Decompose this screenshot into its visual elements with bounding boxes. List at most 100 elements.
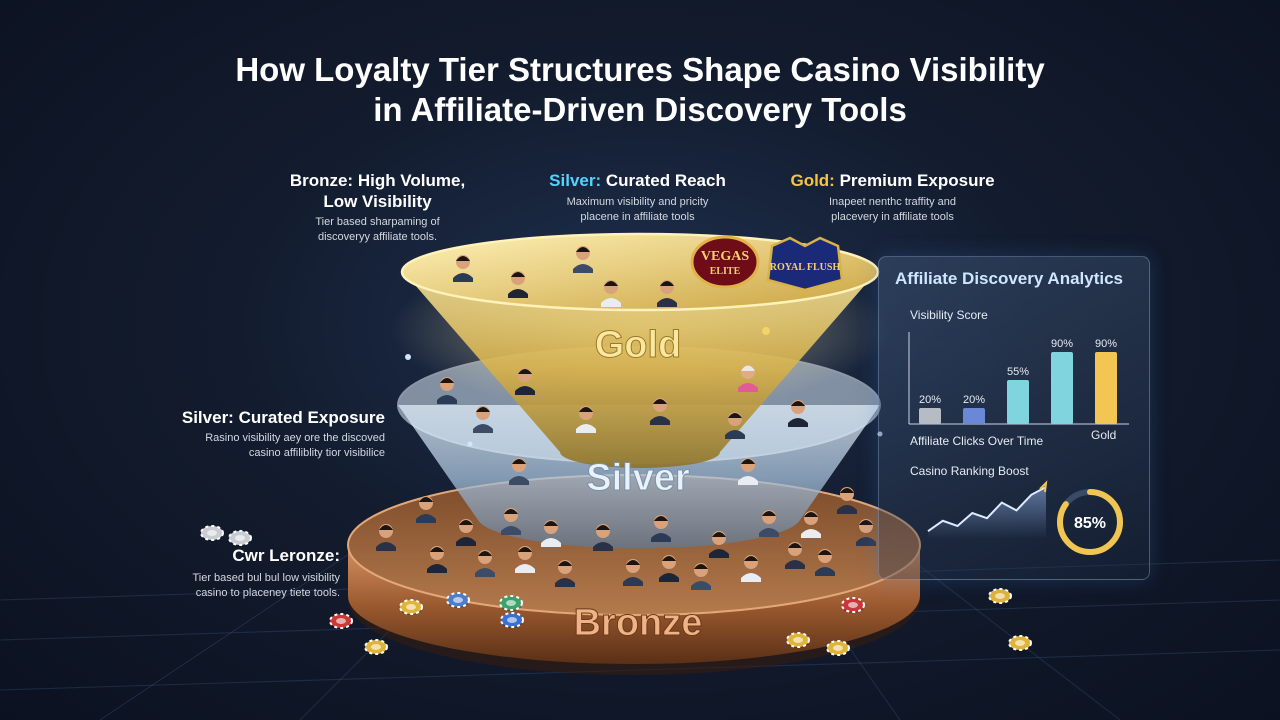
trend-area — [928, 487, 1046, 539]
person-figure — [785, 542, 805, 569]
person-figure — [856, 519, 876, 546]
silver-top-head-prefix: Silver: — [549, 171, 602, 190]
bronze-top-head-1: Bronze: High Volume, — [289, 171, 466, 190]
bronze-top-sub-1: Tier based sharpaming of — [315, 216, 440, 228]
person-figure — [573, 246, 593, 273]
person-figure — [657, 280, 677, 307]
poker-chip — [200, 525, 224, 541]
analytics-panel: Affiliate Discovery Analytics Visibility… — [878, 256, 1150, 580]
poker-chip — [329, 613, 353, 629]
gold-top-head-prefix: Gold: — [790, 171, 835, 190]
bar-2 — [1007, 380, 1029, 424]
bronze-top-sub-2: discoveryy affiliate tools. — [317, 231, 438, 243]
person-figure — [416, 496, 436, 523]
bar-1 — [963, 408, 985, 424]
gold-axis-label: Gold — [1091, 428, 1117, 442]
bronze-left-sub-1: Tier based bul bul low visibility — [192, 572, 340, 584]
visibility-score-label: Visibility Score — [910, 308, 988, 322]
poker-chip — [826, 640, 850, 656]
tier-label-gold: Gold — [595, 324, 682, 366]
tier-label-silver: Silver — [586, 457, 690, 499]
person-figure — [788, 400, 808, 427]
person-figure — [515, 368, 535, 395]
person-figure — [555, 560, 575, 587]
gauge-value: 85% — [1074, 515, 1106, 532]
person-figure — [741, 555, 761, 582]
tier-label-bronze: Bronze — [574, 602, 703, 644]
person-figure — [709, 531, 729, 558]
silver-top-sub-1: Maximum visibility and pricity — [566, 196, 709, 208]
vegas-logo-line2: ELITE — [710, 266, 741, 277]
silver-top-sub-2: placene in affiliate tools — [580, 211, 695, 223]
royal-logo-text: ROYAL FLUSH — [770, 262, 841, 273]
person-figure — [593, 524, 613, 551]
person-vip — [738, 365, 758, 392]
person-figure — [691, 563, 711, 590]
vegas-logo-line1: VEGAS — [701, 249, 749, 264]
poker-chip — [499, 595, 523, 611]
label-bronze-top: Bronze: High Volume, Low Visibility Tier… — [270, 170, 485, 245]
gold-top-head-rest: Premium Exposure — [834, 171, 995, 190]
person-figure — [837, 487, 857, 514]
bronze-left-sub-2: casino to placeney tiete tools. — [195, 587, 340, 599]
silver-left-sub-1: Rasino visibility aey ore the discoved — [205, 432, 385, 444]
label-bronze-left: Cwr Leronze: Tier based bul bul low visi… — [150, 545, 340, 601]
bar-3 — [1051, 352, 1073, 424]
person-figure — [623, 559, 643, 586]
poker-chip — [228, 530, 252, 546]
affiliate-clicks-label: Affiliate Clicks Over Time — [910, 434, 1044, 448]
label-silver-top: Silver: Curated Reach Maximum visibility… — [530, 170, 745, 225]
poker-chip — [786, 632, 810, 648]
people-group — [376, 246, 876, 590]
silver-top-head-rest: Curated Reach — [601, 171, 726, 190]
bar-label-1: 20% — [963, 394, 985, 406]
person-figure — [738, 458, 758, 485]
person-figure — [475, 550, 495, 577]
person-figure — [376, 524, 396, 551]
trend-line-chart — [927, 480, 1048, 539]
person-figure — [801, 511, 821, 538]
poker-chip — [500, 612, 524, 628]
person-figure — [815, 549, 835, 576]
person-figure — [650, 398, 670, 425]
poker-chip — [988, 588, 1012, 604]
silver-left-head: Silver: Curated Exposure — [181, 408, 385, 427]
poker-chip — [841, 597, 865, 613]
person-figure — [501, 508, 521, 535]
person-figure — [659, 555, 679, 582]
person-figure — [725, 412, 745, 439]
trend-arrow — [1039, 480, 1048, 493]
poker-chip — [364, 639, 388, 655]
person-figure — [453, 255, 473, 282]
bar-label-0: 20% — [919, 394, 941, 406]
person-figure — [473, 406, 493, 433]
ranking-boost-label: Casino Ranking Boost — [910, 464, 1029, 478]
gauge-arc — [1057, 489, 1123, 555]
label-silver-left: Silver: Curated Exposure Rasino visibili… — [160, 407, 385, 461]
label-gold-top: Gold: Premium Exposure Inapeet nenthc tr… — [780, 170, 1005, 225]
person-figure — [509, 458, 529, 485]
person-figure — [427, 546, 447, 573]
page-title-line2: in Affiliate-Driven Discovery Tools — [373, 91, 907, 128]
person-figure — [759, 510, 779, 537]
bar-label-4: 90% — [1095, 338, 1117, 350]
poker-chip — [1008, 635, 1032, 651]
bar-label-3: 90% — [1051, 338, 1073, 350]
bar-label-2: 55% — [1007, 366, 1029, 378]
person-figure — [515, 546, 535, 573]
person-figure — [508, 271, 528, 298]
sparkles — [405, 327, 883, 447]
gold-top-sub-2: placevery in affiliate tools — [831, 211, 954, 223]
trend-line — [927, 486, 1047, 533]
poker-chips — [200, 525, 1032, 656]
poker-chip — [446, 592, 470, 608]
bronze-top-head-2: Low Visibility — [323, 192, 432, 211]
silver-left-sub-2: casino affiliblity tior visibilice — [248, 447, 385, 459]
bar-4 — [1095, 352, 1117, 424]
vegas-elite-logo: VEGAS ELITE — [690, 235, 760, 289]
panel-title: Affiliate Discovery Analytics — [895, 269, 1124, 288]
bronze-left-head: Cwr Leronze: — [232, 546, 340, 565]
ranking-gauge: 85% — [1057, 489, 1123, 555]
person-figure — [601, 280, 621, 307]
